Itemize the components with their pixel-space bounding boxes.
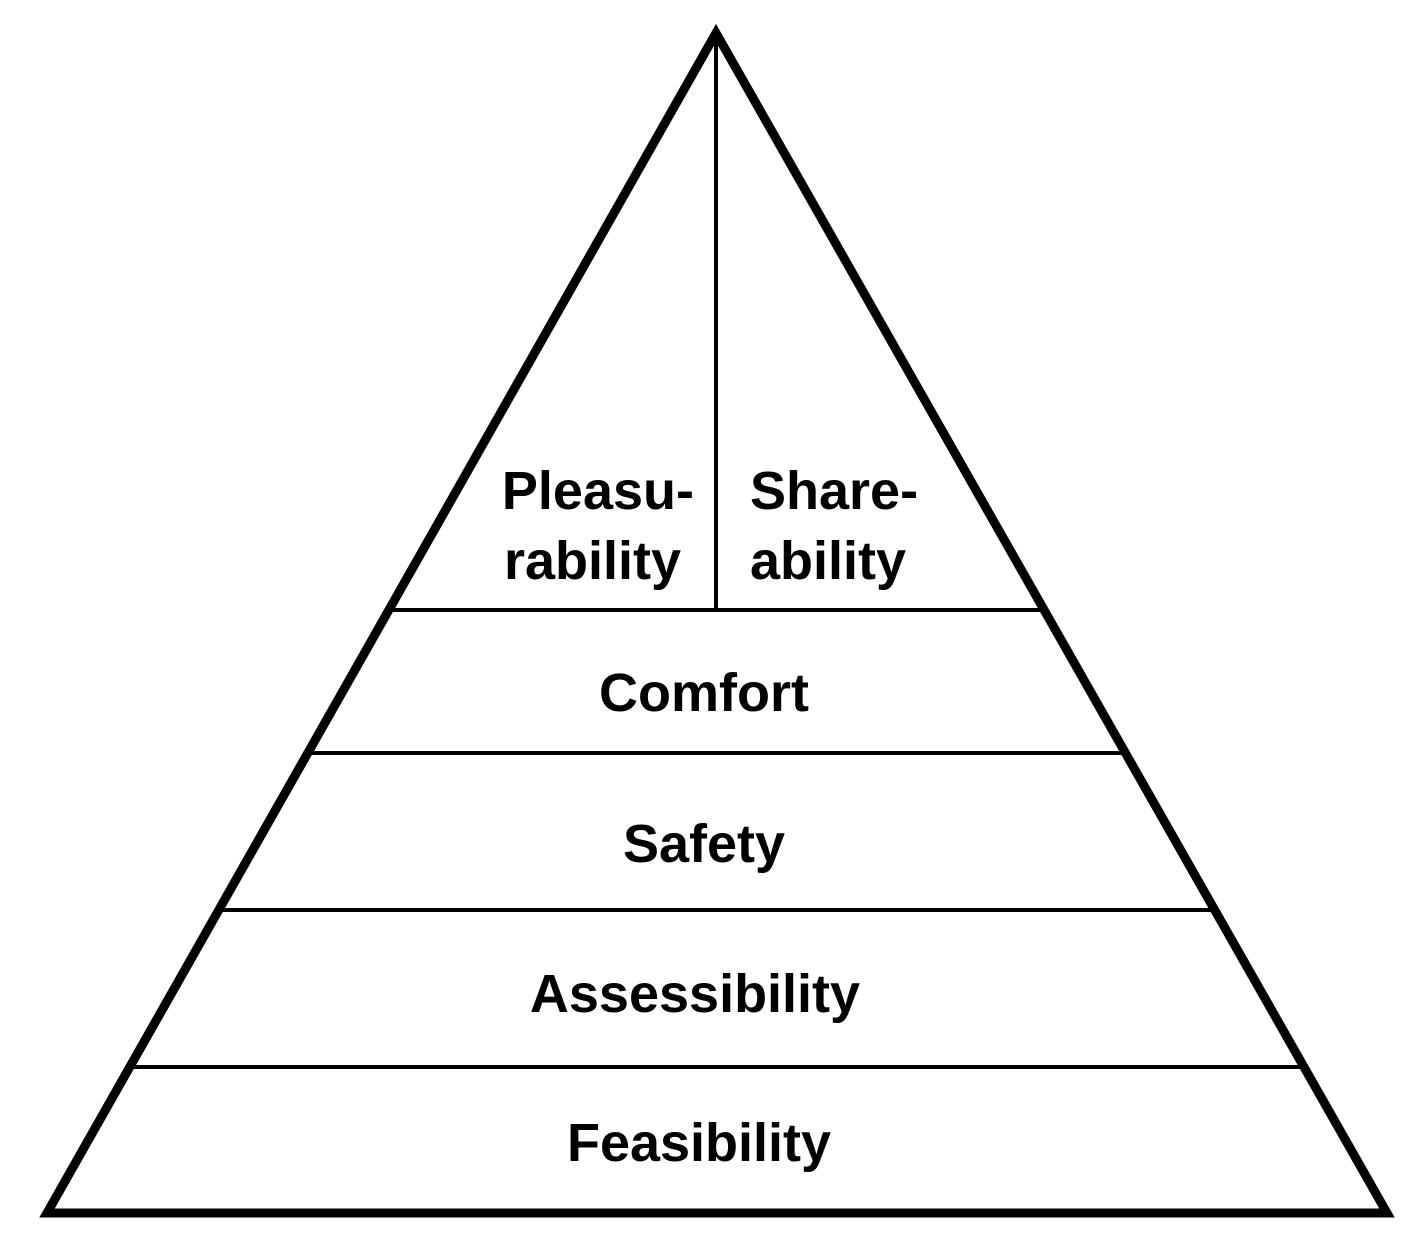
- top-right-label-line1: Share-: [750, 461, 918, 521]
- top-left-label-line2: rability: [504, 531, 681, 591]
- level-label-assessibility: Assessibility: [530, 964, 860, 1024]
- level-label-safety: Safety: [623, 814, 785, 874]
- level-label-feasibility: Feasibility: [567, 1113, 831, 1173]
- top-right-label-line2: ability: [750, 531, 906, 591]
- top-left-label-line1: Pleasu-: [502, 461, 694, 521]
- pyramid-outline: [39, 23, 1395, 1218]
- level-label-comfort: Comfort: [599, 663, 809, 723]
